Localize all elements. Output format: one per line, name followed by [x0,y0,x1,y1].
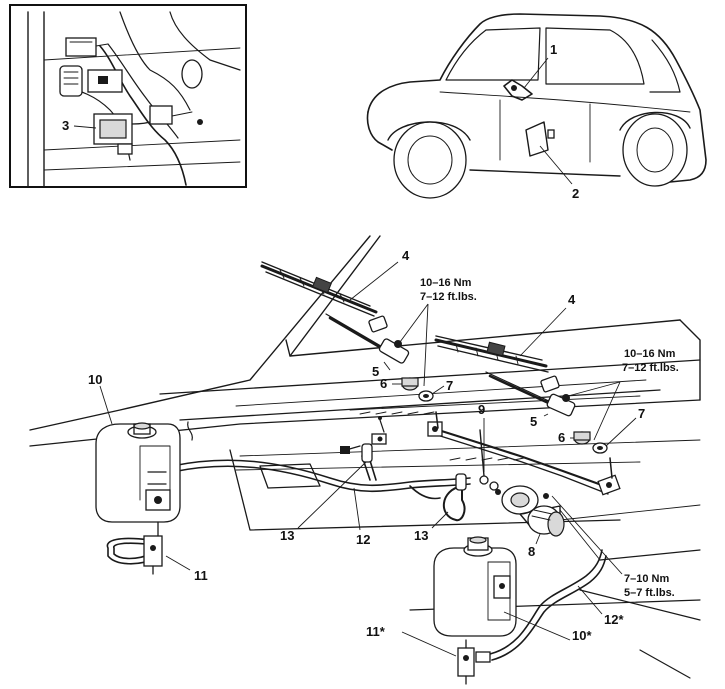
left-washer-nozzle [340,416,387,454]
callout-11-star: 11* [366,624,386,639]
washer-nozzle-hose [479,429,499,491]
rear-washer-reservoir [433,536,517,637]
callout-8: 8 [528,544,535,559]
callout-13-left: 13 [280,528,294,543]
callout-5-right: 5 [530,414,537,429]
upper-relay [65,37,109,57]
callout-7-left: 7 [446,378,453,393]
right-pivot-cap [573,431,591,445]
rear-washer-hose [489,549,607,661]
torque-right-arm-ftlbs: 7–12 ft.lbs. [622,362,679,374]
left-pivot-nut [418,390,434,402]
callout-10: 10 [88,372,102,387]
callout-2: 2 [572,186,579,201]
callout-12: 12 [356,532,370,547]
callout-7-right: 7 [638,406,645,421]
callout-3: 3 [62,118,69,133]
callout-4-left: 4 [402,248,410,263]
rear-wiper-motor-location [503,79,533,101]
left-pivot-cap [401,377,419,391]
wiper-linkage [427,411,621,496]
callout-6-left: 6 [380,376,387,391]
torque-left-arm-nm: 10–16 Nm [420,277,472,289]
rear-wheel [619,111,691,187]
right-pivot-nut [592,442,608,454]
callout-5-left: 5 [372,364,379,379]
washer-pump [106,521,163,575]
callout-9: 9 [478,402,485,417]
callout-13-right: 13 [414,528,428,543]
connector-block [59,65,123,97]
right-wiper-blade [434,335,549,373]
torque-motor-nm: 7–10 Nm [624,573,669,585]
callout-12-star: 12* [604,612,624,627]
hose-clip-left [361,443,373,463]
right-wiper-arm [485,371,576,417]
left-wiper-arm [325,313,410,364]
rear-washer-reservoir-location [525,121,555,157]
torque-left-arm-ftlbs: 7–12 ft.lbs. [420,291,477,303]
cowl-and-hood-outline [29,235,701,679]
callout-4-right: 4 [568,292,576,307]
wiper-motor [495,485,565,537]
callout-11: 11 [194,568,208,583]
vehicle-outline: 1 2 [366,13,707,201]
rear-washer-pump [457,639,491,685]
left-wiper-blade [260,261,378,317]
callout-10-star: 10* [572,628,592,643]
front-wheel [387,121,471,199]
washer-reservoir [95,422,181,523]
torque-right-arm-nm: 10–16 Nm [624,348,676,360]
torque-motor-ftlbs: 5–7 ft.lbs. [624,587,675,599]
callout-6-right: 6 [558,430,565,445]
cowl-grille [359,411,525,461]
callout-1: 1 [550,42,557,57]
relay-inset: 3 [9,4,247,188]
washer-hose [171,453,471,500]
hose-clip-right [442,473,467,522]
